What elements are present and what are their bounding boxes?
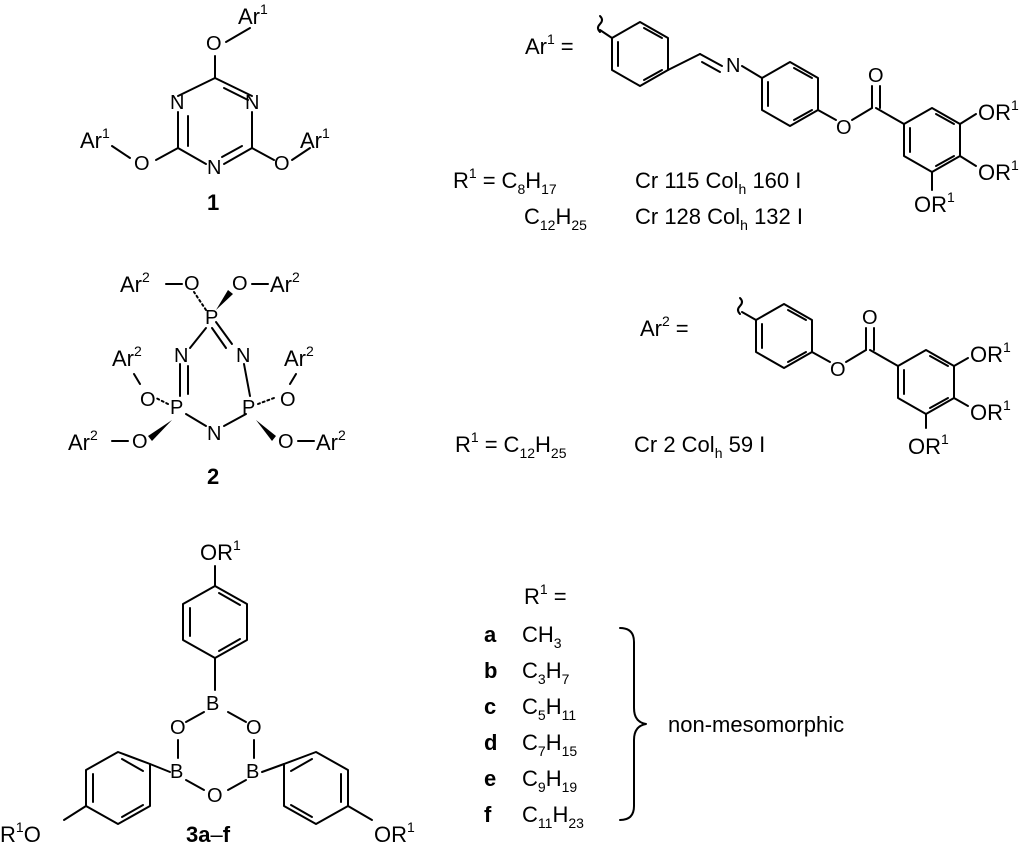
attachment-wave: [737, 297, 743, 315]
ar2-label: Ar2: [270, 269, 300, 297]
variant-letter: e: [484, 766, 496, 791]
atom-o: O: [246, 717, 262, 739]
or1-label: OR1: [914, 189, 955, 217]
r1o-label: R1O: [0, 819, 41, 847]
wedge-bond: [148, 420, 172, 441]
variant-formula: C7H15: [522, 730, 577, 759]
phenyl-ring: [903, 107, 961, 173]
compound-3: OR1 B O O B B O R1O OR1: [0, 537, 415, 847]
r1-variants: R1= a CH3 b C3H7 c C5H11 d C7H15 e C9H19…: [484, 581, 844, 831]
phenyl-ring: [85, 751, 151, 825]
atom-o: O: [207, 785, 223, 807]
variant-formula: C9H19: [522, 766, 577, 795]
or1-label: OR1: [200, 537, 241, 565]
atom-n: N: [207, 423, 221, 445]
atom-o: O: [868, 65, 884, 87]
curly-brace: [619, 627, 647, 821]
atom-n: N: [170, 92, 184, 114]
ar1-label-right: Ar1: [300, 125, 330, 153]
phenyl-ring: [897, 349, 955, 415]
variant-formula: CH3: [522, 622, 562, 651]
or1-label: OR1: [978, 97, 1019, 125]
atom-o: O: [836, 117, 852, 139]
compound-2: P N N P P N O O Ar2 Ar2 O Ar2 O Ar2 O Ar…: [68, 269, 346, 489]
atom-n: N: [174, 345, 188, 367]
phenyl-ring: [611, 21, 669, 87]
atom-b: B: [206, 693, 219, 715]
variant-formula: C11H23: [522, 802, 584, 831]
phase-c12: Cr 2 Colh 59 I: [634, 432, 765, 461]
ar2-label: Ar2: [284, 343, 314, 371]
atom-n: N: [207, 157, 221, 179]
atom-o: O: [170, 717, 186, 739]
phenyl-ring: [755, 303, 813, 369]
r1-c12-line: R1=C12H25: [455, 429, 567, 461]
r1-c8-line: R1=C8H17: [453, 165, 557, 197]
ar1-label-top: Ar1: [238, 1, 268, 29]
wedge-bond: [216, 290, 233, 310]
atom-p: P: [242, 397, 255, 419]
atom-o: O: [274, 153, 290, 175]
atom-o: O: [280, 389, 296, 411]
ar2-label: Ar2: [112, 343, 142, 371]
compound-1: O Ar1 N N N O O Ar1 Ar1 1: [80, 1, 330, 215]
variant-formula: C5H11: [522, 694, 576, 723]
atom-o: O: [278, 431, 294, 453]
phase-c12: Cr 128 Colh 132 I: [635, 204, 803, 233]
r1-c12-line: C12H25: [524, 204, 587, 233]
phenyl-ring: [761, 61, 819, 127]
compound-number-3: 3a–f: [186, 822, 231, 847]
variant-letter: c: [484, 694, 496, 719]
variant-letter: a: [484, 622, 497, 647]
attachment-wave: [597, 15, 603, 33]
ar2-definition: Ar2= O O OR1 OR1 OR1 R1=C12H25 Cr 2 Colh…: [455, 297, 1011, 461]
compound-number-2: 2: [207, 464, 219, 489]
ar1-label-left: Ar1: [80, 125, 110, 153]
atom-n: N: [236, 345, 250, 367]
ar2-equals-label: Ar2=: [640, 313, 689, 341]
variant-letter: f: [484, 802, 492, 827]
wedge-bond: [256, 420, 276, 441]
phenyl-ring: [283, 751, 349, 825]
or1-label: OR1: [908, 431, 949, 459]
atom-o: O: [232, 273, 248, 295]
atom-o: O: [134, 153, 150, 175]
atom-o: O: [830, 359, 846, 381]
ar2-label: Ar2: [120, 269, 150, 297]
atom-b: B: [246, 761, 259, 783]
non-mesomorphic-note: non-mesomorphic: [668, 712, 844, 737]
ar1-equals-label: Ar1=: [525, 31, 574, 59]
ar1-definition: Ar1= N O O OR1 OR1: [453, 15, 1019, 233]
ar2-label: Ar2: [316, 427, 346, 455]
or1-label: OR1: [970, 339, 1011, 367]
or1-label: OR1: [970, 397, 1011, 425]
atom-o: O: [206, 33, 222, 55]
variant-formula: C3H7: [522, 658, 570, 687]
variant-letter: d: [484, 730, 497, 755]
or1-label: OR1: [374, 819, 415, 847]
atom-b: B: [170, 761, 183, 783]
or1-label: OR1: [978, 157, 1019, 185]
bond: [177, 77, 216, 97]
phenyl-ring: [182, 585, 248, 659]
ar2-label: Ar2: [68, 427, 98, 455]
atom-o: O: [862, 307, 878, 329]
atom-p: P: [170, 397, 183, 419]
phase-c8: Cr 115 Colh 160 I: [635, 168, 801, 197]
atom-n: N: [726, 55, 740, 77]
variant-letter: b: [484, 658, 497, 683]
atom-o: O: [132, 431, 148, 453]
compound-number-1: 1: [207, 190, 219, 215]
r1-equals-label: R1=: [524, 581, 567, 609]
atom-n: N: [245, 92, 259, 114]
atom-o: O: [140, 389, 156, 411]
atom-o: O: [184, 273, 200, 295]
atom-p: P: [205, 307, 218, 329]
